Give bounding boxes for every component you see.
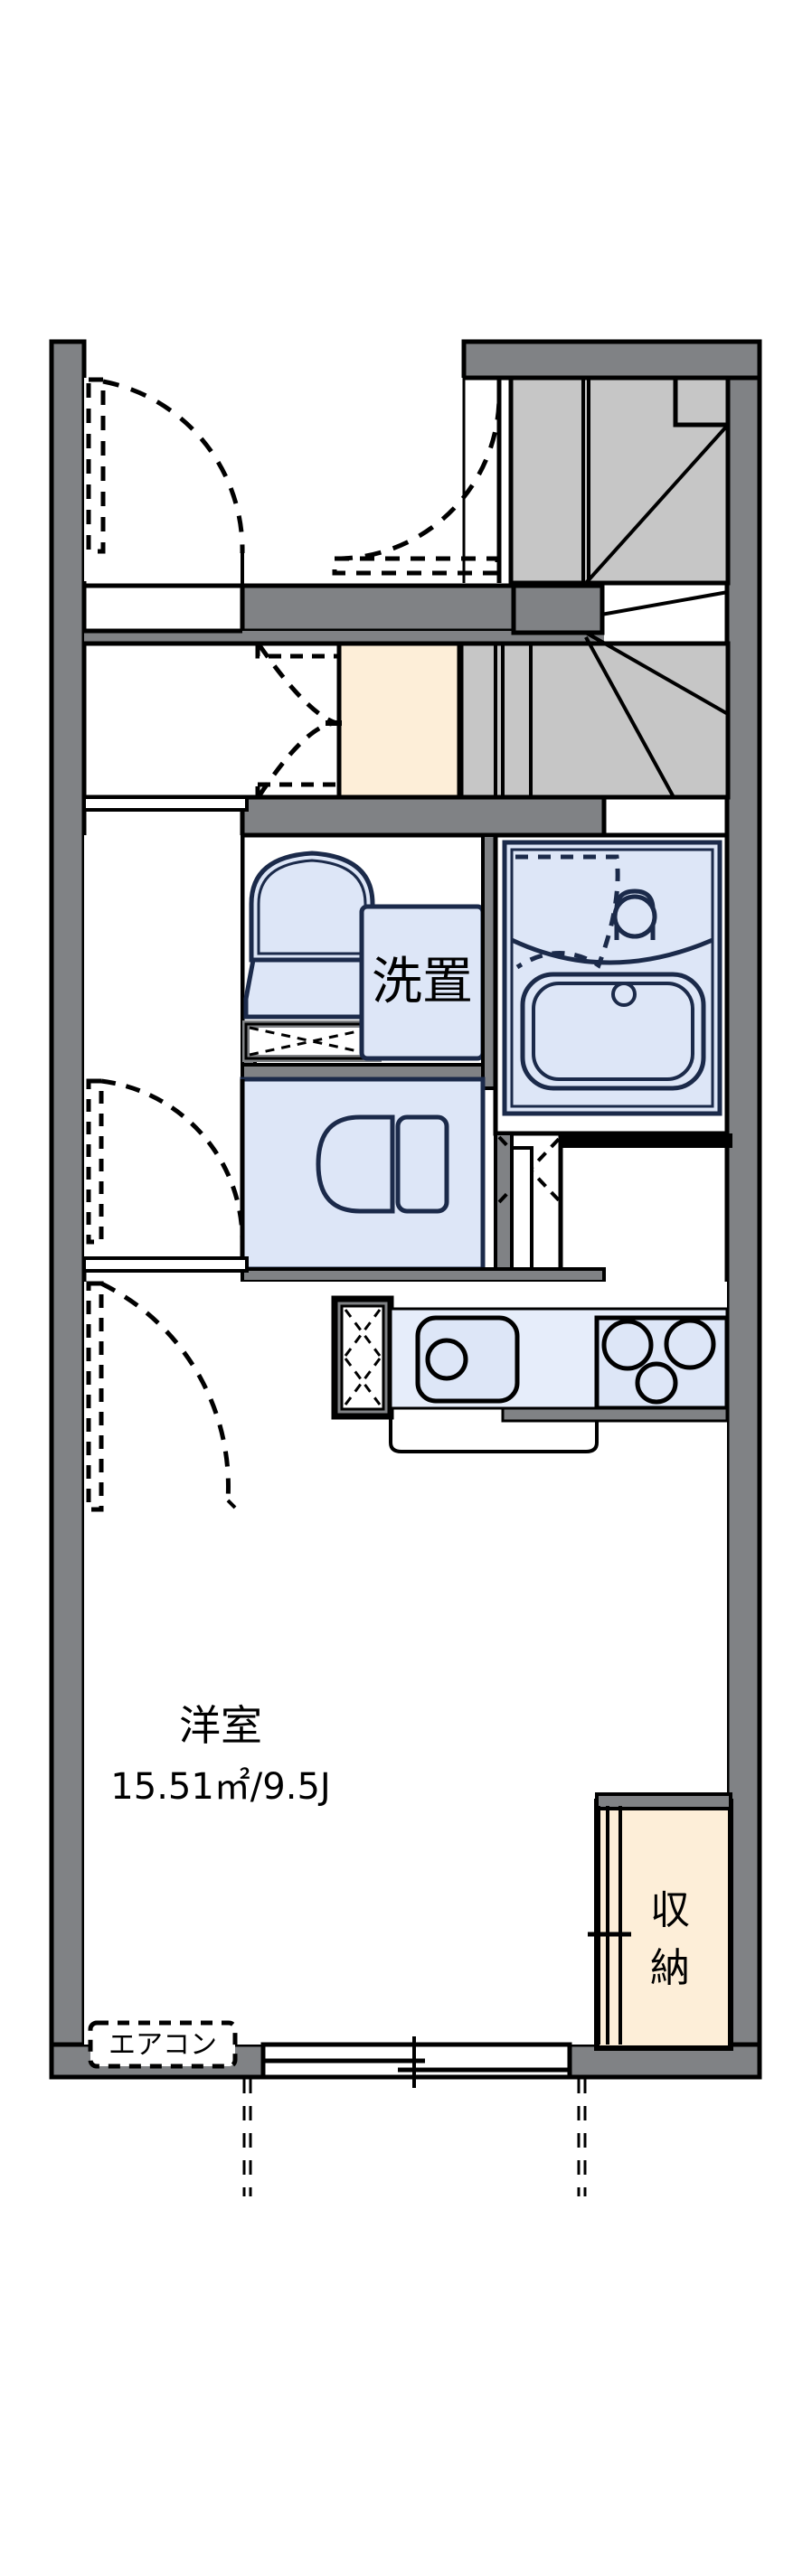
wall-bath-left-lower <box>494 1132 514 1271</box>
toilet-door-leaf <box>86 1078 104 1245</box>
balcony-window <box>242 2036 587 2196</box>
stair-pivot-wall <box>511 583 605 635</box>
sink-drain-icon <box>425 1338 468 1381</box>
plan-body: 洗置 <box>49 339 762 2196</box>
aircon-label: エアコン <box>109 2029 217 2061</box>
main-room-door-arc <box>99 1281 231 1501</box>
bathtub-inner <box>532 982 694 1081</box>
sanitary-zone: 洗置 <box>82 832 606 1283</box>
toilet-room <box>240 1076 486 1272</box>
main-room-door[interactable] <box>86 1281 237 1512</box>
toilet-bowl <box>316 1114 395 1214</box>
closet-label-char-2: 納 <box>650 1945 690 1991</box>
aircon-box <box>88 2020 238 2069</box>
stair-winder-1 <box>584 423 730 585</box>
toilet-door[interactable] <box>86 1078 245 1245</box>
vanity-mirror-inner <box>257 859 367 955</box>
toilet-door-arc <box>100 1078 245 1241</box>
stove-burner-rear-icon <box>635 1361 678 1405</box>
stair-winder-4b <box>584 636 675 798</box>
entrance-floor <box>84 378 464 581</box>
stair-winder-3b <box>585 631 729 716</box>
kitchen-back-wall <box>501 1406 729 1423</box>
wall-exterior-left <box>49 339 87 2080</box>
kitchen-cabinet-front <box>389 1408 599 1453</box>
stove-burner-right-icon <box>664 1318 716 1370</box>
staircase <box>458 375 731 800</box>
entrance-door-leaf <box>86 377 106 554</box>
vanity-drawer <box>242 1020 382 1062</box>
kitchen <box>331 1295 730 1453</box>
corridor-lower-walls <box>82 794 607 838</box>
vanity-drawer-x2 <box>249 1026 375 1057</box>
vanity-drawer-x1 <box>249 1026 375 1057</box>
closet-door-arc-top <box>257 644 337 726</box>
shoe-closet-floor <box>336 641 462 800</box>
wall-below-closet <box>240 794 607 838</box>
main-room-door-leaf <box>86 1281 104 1512</box>
hall-door-swing-arc <box>335 395 502 561</box>
laundry-label: 洗置 <box>372 953 473 1011</box>
main-room-door-jamb <box>226 1499 237 1509</box>
toilet-cistern <box>395 1114 449 1214</box>
stove-burner-left-icon <box>601 1319 654 1371</box>
bath-threshold <box>510 1146 533 1271</box>
entrance-door[interactable] <box>86 377 245 586</box>
wall-bath-bottom <box>561 1133 732 1148</box>
bathtub-drain-icon <box>611 982 637 1007</box>
hall-opening-left <box>82 795 249 812</box>
bathroom <box>493 832 732 1271</box>
closet-label-char-1: 収 <box>650 1887 690 1933</box>
shower-head-icon <box>612 894 657 939</box>
vanity-fixture <box>242 836 382 1062</box>
entrance-door-swing-arc <box>102 379 245 554</box>
stair-winder-2 <box>585 590 729 619</box>
stair-landing-notch <box>673 375 731 428</box>
bathroom-door-swing <box>515 854 620 970</box>
genkan-step <box>81 583 245 634</box>
closet-header-wall <box>595 1792 732 1810</box>
wall-corridor-top-extend <box>84 631 604 644</box>
aircon-annotation: エアコン <box>88 2020 238 2069</box>
vanity-basin <box>243 957 381 1020</box>
hall-door-leaf <box>332 556 500 576</box>
hall-opening-bottom <box>82 1256 249 1273</box>
hall-floor <box>84 835 242 1269</box>
outer-walls <box>49 339 762 2080</box>
wall-sanitary-bottom <box>241 1267 606 1283</box>
bath-apron-curve <box>510 937 713 965</box>
washing-machine-space: 洗置 <box>359 904 486 1061</box>
storage-closet: 収 納 <box>588 1792 733 2051</box>
main-room-label: 洋室 <box>179 1701 262 1750</box>
main-room-area-label: 15.51㎡/9.5J <box>110 1766 330 1808</box>
wall-exterior-top-stair <box>461 339 762 381</box>
refrigerator-inner <box>340 1304 385 1411</box>
